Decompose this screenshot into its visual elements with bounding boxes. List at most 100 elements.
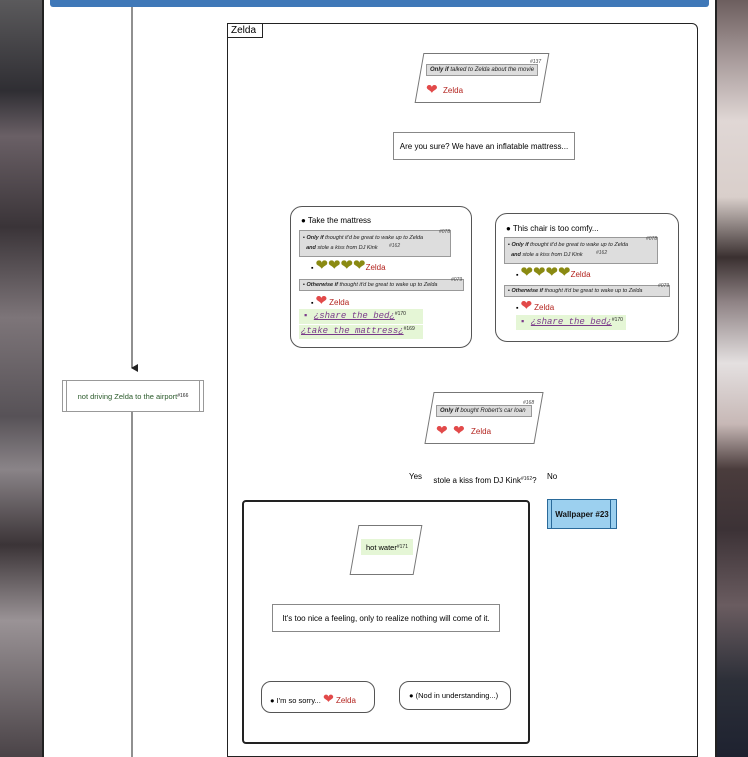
character-name: Zelda xyxy=(570,270,591,279)
cond-ref: #078 xyxy=(646,236,658,242)
robert-node[interactable]: Only if bought Robert's car loan #168 ❤ … xyxy=(424,392,544,444)
right-border xyxy=(715,0,717,757)
broken-heart-icon: ❤ xyxy=(545,264,559,281)
robert-condition: Only if bought Robert's car loan xyxy=(436,405,532,417)
broken-heart-icon: ❤ xyxy=(532,264,546,281)
link-text: ¿take the mattress¿ xyxy=(301,326,404,336)
cond-ref-2: #162 xyxy=(389,243,401,249)
broken-heart-icon: ❤ xyxy=(520,264,534,281)
cond-text: thought it'd be great to wake up to Zeld… xyxy=(530,242,629,248)
cond-and: and xyxy=(306,245,316,251)
reply-label: (Nod in understanding...) xyxy=(415,691,499,700)
start-condition: Only if talked to Zelda about the movie xyxy=(426,64,538,76)
link-ref: #170 xyxy=(394,311,406,317)
link-share-bed[interactable]: ▪ ¿share the bed¿#170 xyxy=(516,315,626,330)
start-node[interactable]: Only if talked to Zelda about the movie … xyxy=(414,53,550,103)
broken-heart-icon: ❤ xyxy=(558,264,571,281)
cond-prefix: Otherwise if xyxy=(306,282,338,288)
cond-text: thought it'd be great to wake up to Zeld… xyxy=(544,288,643,294)
choice-left-condition-2: ▪ Otherwise if thought it'd be great to … xyxy=(299,279,464,291)
choice-chair-comfy[interactable]: ● This chair is too comfy... ▪ Only if t… xyxy=(495,213,679,342)
cond-text-2: stole a kiss from DJ Kink xyxy=(522,252,583,258)
hot-water-text: hot water xyxy=(366,542,397,552)
broken-hearts-row: ▪ ❤ ❤ ❤ ❤ Zelda xyxy=(516,264,591,281)
decision-text: stole a kiss from DJ Kink xyxy=(433,476,521,485)
broken-heart-icon: ❤ xyxy=(327,257,341,274)
decision-ref: #162 xyxy=(521,476,533,482)
top-accent-bar xyxy=(50,0,709,7)
broken-heart-icon: ❤ xyxy=(353,257,366,274)
dialogue-line-1: Are you sure? We have an inflatable matt… xyxy=(393,132,575,160)
frame-title: Zelda xyxy=(228,24,264,38)
reply-nod[interactable]: ● (Nod in understanding...) xyxy=(399,681,511,710)
cond-text: thought it'd be great to wake up to Zeld… xyxy=(339,282,438,288)
choice-left-condition-1: ▪ Only if thought it'd be great to wake … xyxy=(299,230,451,257)
character-name: Zelda xyxy=(443,86,464,95)
cond-prefix: Only if xyxy=(511,242,529,248)
link-text: ¿share the bed¿ xyxy=(313,311,395,321)
cond-ref: #079 xyxy=(451,277,463,283)
cond-text: thought it'd be great to wake up to Zeld… xyxy=(325,235,424,241)
character-name: Zelda xyxy=(471,427,492,436)
character-name: Zelda xyxy=(329,298,350,307)
link-take-mattress[interactable]: ¿take the mattress¿#169 xyxy=(299,325,423,339)
broken-hearts-row: ▪ ❤ ❤ ❤ ❤ Zelda xyxy=(311,257,386,274)
node-not-driving-zelda[interactable]: not driving Zelda to the airport#166 xyxy=(62,380,204,412)
cond-text-2: stole a kiss from DJ Kink xyxy=(317,245,378,251)
left-background-strip xyxy=(0,0,42,757)
reply-text: ● I'm so sorry... ❤ Zelda xyxy=(270,691,356,706)
choice-take-mattress[interactable]: ● Take the mattress ▪ Only if thought it… xyxy=(290,206,472,348)
condition-prefix: Only if xyxy=(440,408,459,414)
dialogue-line-2: It's too nice a feeling, only to realize… xyxy=(272,604,500,632)
choice-title: ● Take the mattress xyxy=(301,216,372,225)
choice-right-condition-2: ▪ Otherwise if thought it'd be great to … xyxy=(504,285,670,297)
choice-title-text: Take the mattress xyxy=(307,216,372,225)
reply-sorry[interactable]: ● I'm so sorry... ❤ Zelda xyxy=(261,681,375,713)
link-text: ¿share the bed¿ xyxy=(530,317,612,327)
link-share-bed[interactable]: ▪ ¿share the bed¿#170 xyxy=(299,309,423,324)
broken-heart-icon: ❤ xyxy=(340,257,354,274)
heart-icon: ❤ xyxy=(322,691,334,706)
left-border xyxy=(42,0,44,757)
wallpaper-node[interactable]: Wallpaper #23 xyxy=(547,499,617,529)
choice-title: ● This chair is too comfy... xyxy=(506,224,599,233)
robert-condition-ref: #168 xyxy=(523,400,535,406)
broken-heart-icon: ❤ xyxy=(315,257,329,274)
link-ref: #169 xyxy=(403,326,415,332)
decision-node[interactable]: stole a kiss from DJ Kink#162? xyxy=(432,476,538,485)
node-text: not driving Zelda to the airport xyxy=(77,391,178,401)
heart-icon: ❤ xyxy=(426,81,438,97)
yes-label: Yes xyxy=(409,472,423,481)
right-background-strip xyxy=(717,0,748,757)
wallpaper-label: Wallpaper #23 xyxy=(555,509,609,519)
heart-row: ▪ ❤ Zelda xyxy=(311,292,350,308)
hot-water-box: hot water#171 xyxy=(361,539,413,555)
choice-right-condition-1: ▪ Only if thought it'd be great to wake … xyxy=(504,237,658,264)
no-label: No xyxy=(547,472,558,481)
reply-label: I'm so sorry... xyxy=(276,696,321,705)
reply-text: ● (Nod in understanding...) xyxy=(409,691,499,700)
character-name: Zelda xyxy=(335,696,356,705)
heart-icon: ❤ xyxy=(453,422,465,438)
cond-and: and xyxy=(511,252,521,258)
cond-ref-2: #162 xyxy=(596,250,608,256)
hot-water-node[interactable]: hot water#171 xyxy=(349,525,423,575)
decision-suffix: ? xyxy=(532,476,537,485)
start-condition-ref: #137 xyxy=(530,59,542,65)
hot-water-ref: #171 xyxy=(396,544,408,550)
cond-prefix: Otherwise if xyxy=(511,288,543,294)
character-name: Zelda xyxy=(534,303,555,312)
cond-ref: #078 xyxy=(439,229,451,235)
character-name: Zelda xyxy=(365,263,386,272)
condition-text: talked to Zelda about the movie xyxy=(450,67,535,73)
node-ref: #166 xyxy=(177,393,189,399)
heart-icon: ❤ xyxy=(315,292,328,308)
link-ref: #170 xyxy=(611,317,623,323)
cond-prefix: Only if xyxy=(306,235,324,241)
condition-prefix: Only if xyxy=(430,67,449,73)
heart-icon: ❤ xyxy=(520,297,533,313)
heart-row: ▪ ❤ Zelda xyxy=(516,297,555,313)
heart-icon: ❤ xyxy=(436,422,448,438)
cond-ref: #079 xyxy=(658,283,670,289)
choice-title-text: This chair is too comfy... xyxy=(512,224,599,233)
